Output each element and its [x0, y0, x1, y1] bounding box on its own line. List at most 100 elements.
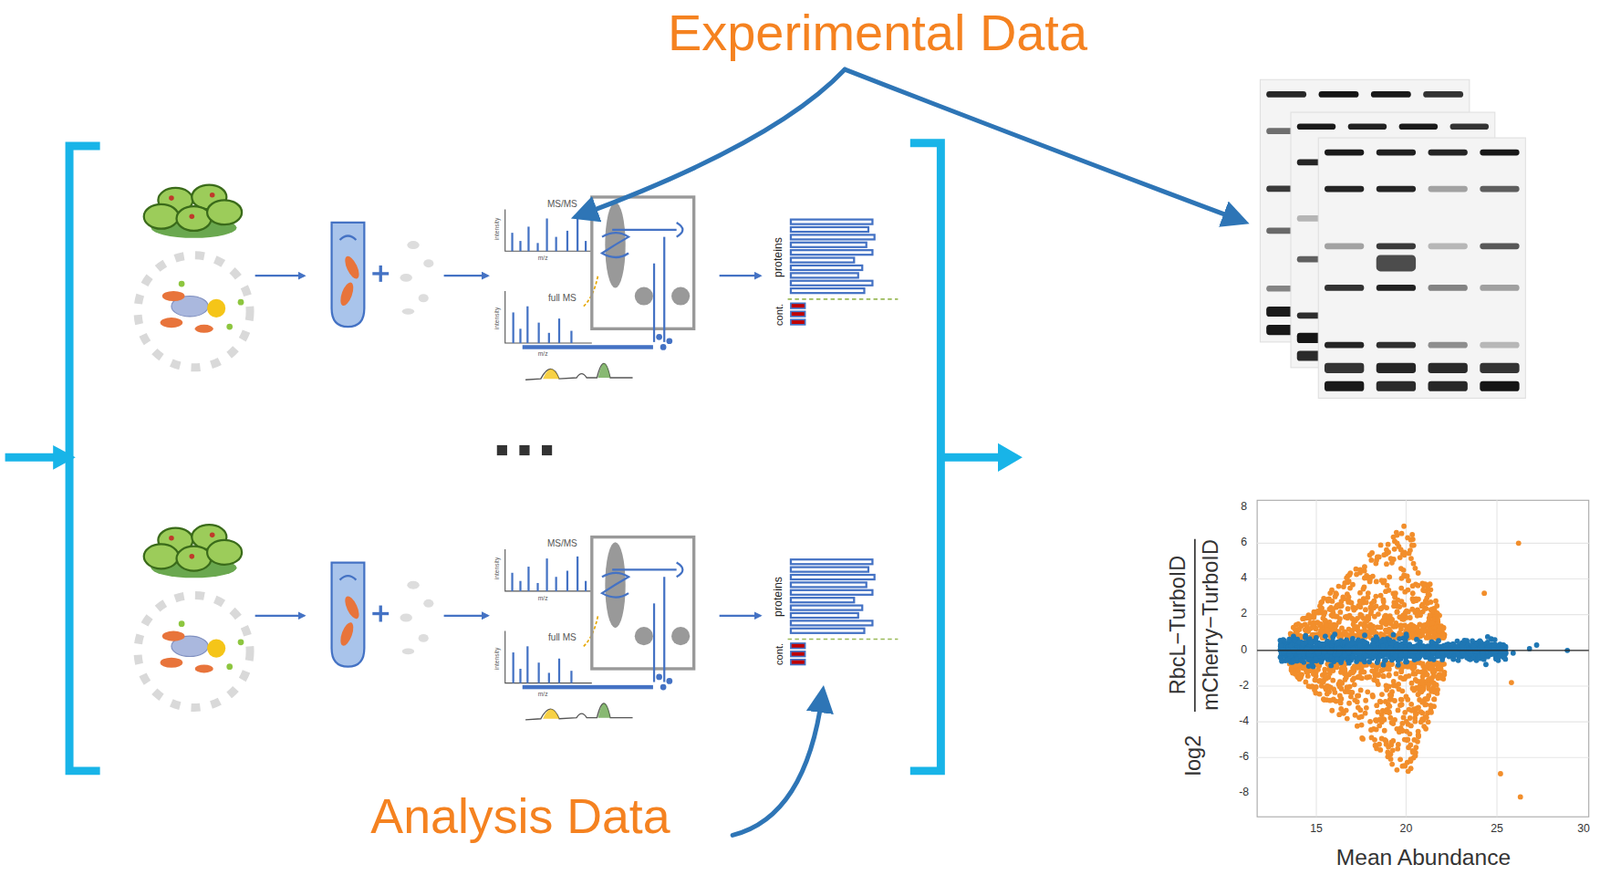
scatter-point — [1343, 675, 1350, 681]
gel-band — [1376, 381, 1416, 392]
scatter-point — [1357, 629, 1363, 635]
gel-band — [1376, 149, 1416, 156]
scatter-point — [1361, 623, 1368, 630]
scatter-point — [1415, 731, 1422, 738]
gel-band — [1479, 342, 1519, 349]
scatter-point — [1450, 656, 1456, 663]
gel-band — [1319, 91, 1360, 98]
gel-panel — [1318, 137, 1526, 398]
scatter-point — [1508, 679, 1515, 686]
scatter-point — [1412, 737, 1418, 743]
scatter-point — [1355, 693, 1362, 699]
scatter-point — [1382, 627, 1389, 634]
scatter-point — [1382, 698, 1389, 705]
scatter-point — [1373, 717, 1380, 724]
scatter-point — [1381, 551, 1387, 558]
scatter-point — [1388, 555, 1394, 562]
scatter-point — [1309, 683, 1316, 689]
scatter-point — [1349, 670, 1355, 676]
scatter-point — [1427, 702, 1434, 708]
scatter-point — [1412, 664, 1418, 670]
scatter-point — [1431, 685, 1437, 691]
scatter-point — [1339, 625, 1345, 632]
scatter-point — [1347, 684, 1353, 690]
scatter-point — [1315, 608, 1321, 614]
scatter-point — [1408, 555, 1414, 562]
scatter-point — [1401, 523, 1407, 530]
scatter-point — [1483, 661, 1489, 667]
gel-band — [1423, 91, 1464, 98]
scatter-point — [1386, 703, 1393, 709]
scatter-point — [1355, 602, 1362, 609]
scatter-point — [1299, 615, 1306, 622]
scatter-point — [1319, 615, 1326, 622]
scatter-point — [1386, 673, 1393, 679]
scatter-point — [1278, 658, 1285, 665]
scatter-point — [1409, 531, 1415, 538]
gel-band — [1479, 284, 1519, 291]
scatter-point — [1290, 624, 1297, 631]
scatter-point — [1386, 574, 1393, 581]
scatter-point — [1383, 547, 1390, 553]
gel-band — [1428, 363, 1468, 374]
scatter-point — [1415, 704, 1422, 710]
scatter-point — [1351, 675, 1358, 681]
scatter-point — [1415, 628, 1422, 634]
scatter-point — [1310, 670, 1317, 676]
scatter-point — [1351, 681, 1358, 687]
gel-band — [1479, 149, 1519, 156]
flow-arrowhead — [52, 445, 76, 470]
scatter-point — [1398, 696, 1404, 703]
scatter-point — [1419, 699, 1425, 706]
scatter-point — [1369, 667, 1375, 674]
gel-band — [1266, 91, 1307, 98]
scatter-point — [1302, 678, 1309, 685]
scatter-point — [1378, 631, 1384, 637]
scatter-point — [1406, 623, 1413, 629]
scatter-point — [1431, 696, 1437, 702]
scatter-point — [1402, 763, 1408, 769]
scatter-point — [1319, 599, 1325, 605]
scatter-point — [1322, 609, 1329, 615]
scatter-point — [1408, 537, 1414, 543]
scatter-point — [1405, 768, 1412, 774]
scatter-point — [1427, 612, 1434, 618]
scatter-point — [1394, 608, 1401, 614]
scatter-point — [1409, 542, 1415, 549]
scatter-point — [1346, 700, 1352, 707]
scatter-point — [1376, 722, 1382, 728]
scatter-point — [1425, 685, 1432, 692]
scatter-point — [1517, 793, 1524, 800]
scatter-point — [1337, 684, 1343, 690]
scatter-point — [1413, 597, 1420, 603]
scatter-point — [1379, 667, 1385, 674]
gel-band — [1428, 284, 1468, 291]
scatter-point — [1385, 744, 1392, 750]
scatter-point — [1345, 579, 1351, 585]
scatter-point — [1432, 688, 1438, 695]
scatter-point — [1419, 602, 1425, 609]
gel-band — [1376, 363, 1416, 374]
gel-band — [1479, 363, 1519, 374]
scatter-point — [1317, 691, 1323, 697]
scatter-point — [1407, 758, 1413, 764]
scatter-point — [1454, 638, 1461, 645]
scatter-point — [1431, 696, 1437, 703]
scatter-point — [1304, 623, 1310, 630]
scatter-point — [1359, 722, 1365, 728]
scatter-point — [1361, 586, 1367, 593]
scatter-point — [1360, 736, 1366, 742]
scatter-point — [1372, 742, 1379, 749]
scatter-point — [1441, 634, 1447, 641]
scatter-point — [1373, 702, 1380, 708]
scatter-point — [1345, 605, 1351, 612]
scatter-point — [1340, 583, 1347, 590]
scatter-point — [1516, 540, 1522, 546]
scatter-point — [1414, 668, 1421, 675]
scatter-point — [1363, 674, 1370, 680]
scatter-point — [1385, 664, 1392, 671]
scatter-point — [1400, 727, 1406, 734]
scatter-point — [1379, 691, 1385, 697]
scatter-point — [1337, 609, 1343, 615]
scatter-point — [1404, 573, 1411, 580]
